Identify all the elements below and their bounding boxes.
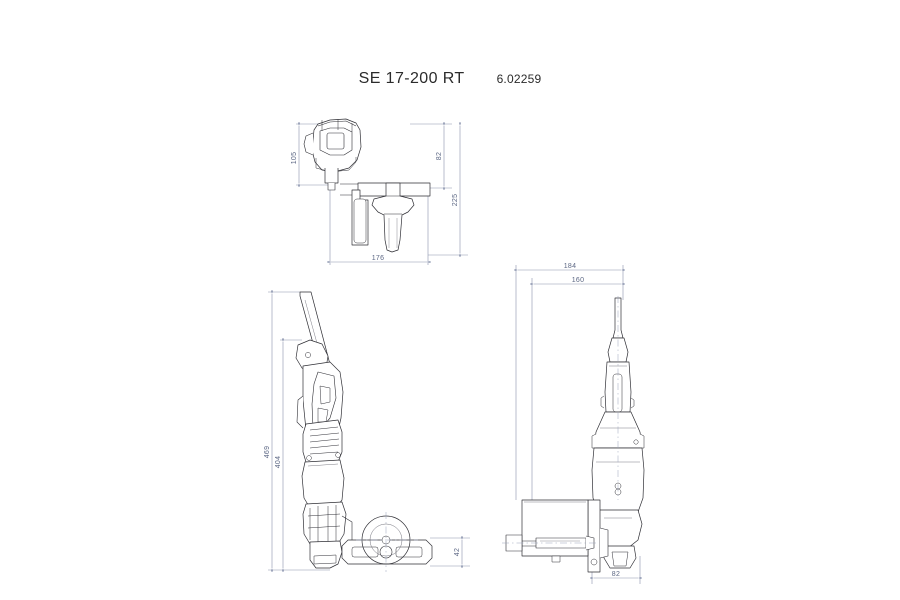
front-view: 184 160 82 [502,263,645,584]
dimension-top-225: 225 [452,194,459,207]
title-block: SE 17-200 RT 6.02259 [0,70,900,88]
dimension-side-469: 469 [264,446,271,459]
side-view: 469 404 42 [264,290,470,572]
front-view-geometry [505,297,645,573]
side-view-dimension-lines [268,290,470,572]
dimension-front-160: 160 [572,277,585,284]
top-view-geometry [303,118,431,253]
top-view: 105 82 225 176 [291,118,468,265]
front-view-centerlines [502,296,619,544]
dimension-top-176: 176 [372,255,385,262]
part-number: 6.02259 [496,72,542,86]
dimension-front-184: 184 [564,263,577,270]
top-view-dimension-lines [296,122,468,265]
dimension-front-82: 82 [612,571,620,578]
side-view-geometry [295,291,433,569]
dimension-side-42: 42 [454,548,461,556]
dimension-side-404: 404 [275,456,282,469]
front-view-dimension-lines [514,265,642,584]
side-view-centerlines [356,512,418,572]
page-title: SE 17-200 RT [358,70,465,87]
dimension-top-82: 82 [436,152,443,160]
dimension-top-105: 105 [291,152,298,165]
